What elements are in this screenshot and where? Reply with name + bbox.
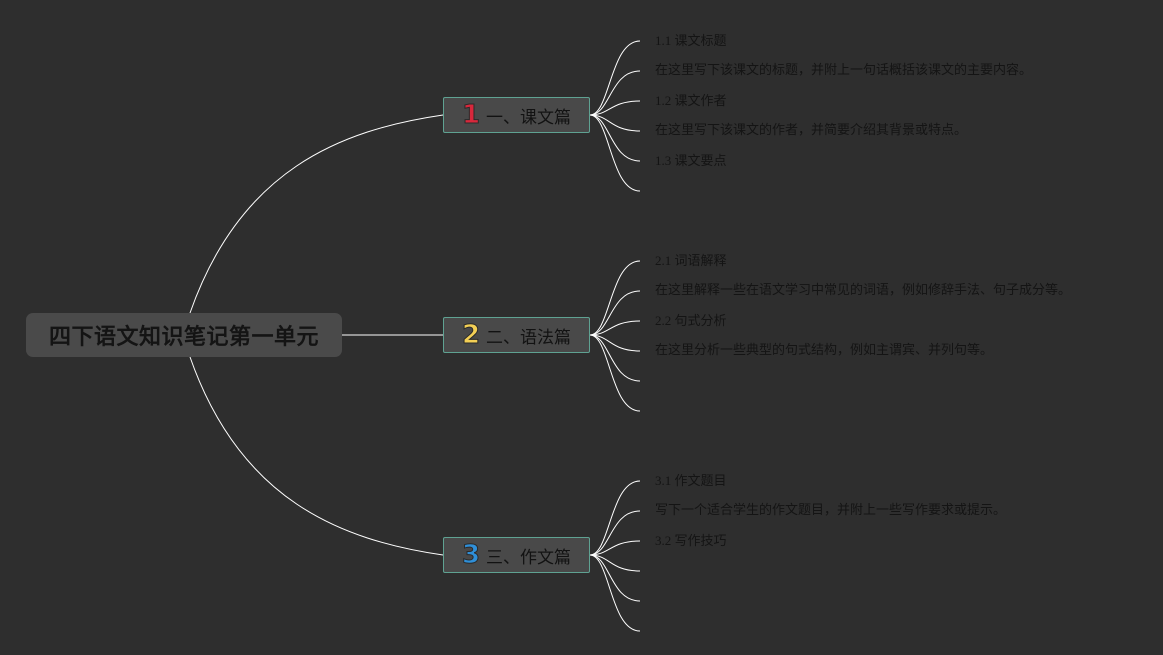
leaf-connector — [589, 40, 641, 116]
leaf-topic[interactable]: 3.2 写作技巧 — [655, 533, 727, 548]
leaf-connector — [589, 100, 641, 116]
leaf-connector — [589, 510, 641, 556]
branch-label: 二、语法篇 — [486, 327, 572, 348]
leaf-connector — [589, 114, 641, 132]
leaf-connector — [589, 480, 641, 556]
leaf-topic[interactable]: 2.2 句式分析 — [655, 313, 727, 328]
leaf-connector — [589, 554, 641, 632]
leaf-connector — [589, 290, 641, 336]
leaf-connector — [589, 554, 641, 602]
leaf-connector — [589, 114, 641, 192]
number-2-icon: 2 — [461, 320, 481, 350]
leaf-topic[interactable]: 在这里解释一些在语文学习中常见的词语，例如修辞手法、句子成分等。 — [655, 283, 1072, 298]
leaf-connector — [589, 554, 641, 572]
leaf-connectors — [589, 40, 641, 632]
leaf-connector — [589, 114, 641, 162]
root-topic[interactable]: 四下语文知识笔记第一单元 — [26, 313, 342, 357]
leaf-topic[interactable]: 在这里写下该课文的标题，并附上一句话概括该课文的主要内容。 — [655, 63, 1033, 78]
branch-grammar[interactable]: 2 二、语法篇 — [443, 317, 590, 353]
connector-root-branch-1 — [189, 114, 444, 314]
branch-label: 三、作文篇 — [486, 547, 572, 568]
leaf-connector — [589, 334, 641, 412]
leaf-topic[interactable]: 3.1 作文题目 — [655, 473, 727, 488]
leaf-topic[interactable]: 1.3 课文要点 — [655, 153, 727, 168]
number-3-icon: 3 — [461, 540, 481, 570]
leaf-topic[interactable]: 1.1 课文标题 — [655, 33, 727, 48]
leaf-connector — [589, 540, 641, 556]
leaf-connector — [589, 70, 641, 116]
leaf-connector — [589, 320, 641, 336]
leaf-topic[interactable]: 在这里写下该课文的作者，并简要介绍其背景或特点。 — [655, 123, 968, 138]
number-1-icon: 1 — [461, 100, 481, 130]
branch-composition[interactable]: 3 三、作文篇 — [443, 537, 590, 573]
root-title: 四下语文知识笔记第一单元 — [48, 325, 319, 350]
leaf-topic[interactable]: 2.1 词语解释 — [655, 253, 727, 268]
leaf-connector — [589, 334, 641, 352]
branch-label: 一、课文篇 — [486, 107, 572, 128]
leaf-connector — [589, 260, 641, 336]
leaf-connector — [589, 334, 641, 382]
leaf-topic[interactable]: 写下一个适合学生的作文题目，并附上一些写作要求或提示。 — [655, 503, 1007, 518]
leaf-topic[interactable]: 1.2 课文作者 — [655, 93, 727, 108]
branch-lessons[interactable]: 1 一、课文篇 — [443, 97, 590, 133]
connector-root-branch-3 — [189, 356, 444, 556]
leaf-topic[interactable]: 在这里分析一些典型的句式结构，例如主谓宾、并列句等。 — [655, 343, 994, 358]
